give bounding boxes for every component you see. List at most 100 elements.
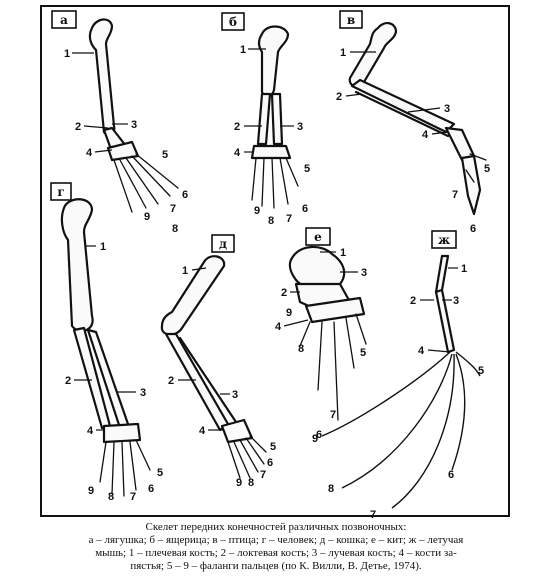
v-labels: 1 2 3 4 5 6 7 xyxy=(336,47,490,235)
e-digits xyxy=(299,313,367,421)
bone-number-label: 3 xyxy=(297,121,303,133)
bone-number-label: 9 xyxy=(312,433,318,445)
panel-e-tag: е xyxy=(314,230,322,244)
caption-line-3: мышь; 1 – плечевая кость; 2 – локтевая к… xyxy=(95,547,457,559)
bone-number-label: 7 xyxy=(370,509,376,521)
figure-caption: Скелет передних конечностей различных по… xyxy=(0,521,552,573)
v-digits-minor xyxy=(465,153,487,183)
bone-number-label: 1 xyxy=(64,48,70,60)
panel-a-tag: а xyxy=(60,13,68,27)
bone-number-label: 8 xyxy=(172,223,178,235)
v-carpometacarpus xyxy=(444,126,476,162)
a-humerus xyxy=(88,18,116,136)
panel-zh-tag-box xyxy=(431,230,457,249)
b-humerus xyxy=(257,25,290,98)
bone-number-label: 5 xyxy=(484,163,490,175)
d-labels: 1 2 3 4 5 6 7 8 9 xyxy=(168,265,276,489)
bone-number-label: 5 xyxy=(162,149,168,161)
panel-a-frog: а 1 2 3 4 5 6 7 8 9 xyxy=(51,10,188,235)
bone-number-label: 3 xyxy=(444,103,450,115)
b-radius-ulna xyxy=(256,92,284,146)
bone-number-label: 3 xyxy=(453,295,459,307)
d-humerus xyxy=(160,255,226,336)
panel-zh-tag: ж xyxy=(438,233,450,247)
bone-number-label: 7 xyxy=(286,213,292,225)
bone-number-label: 8 xyxy=(268,215,274,227)
bone-number-label: 1 xyxy=(340,247,346,259)
bone-number-label: 4 xyxy=(86,147,93,159)
panel-b-tag-box xyxy=(221,12,245,31)
zh-digit-7 xyxy=(391,353,455,509)
zh-digit-5 xyxy=(455,351,481,377)
b-labels: 1 2 3 4 5 6 7 8 9 xyxy=(234,44,310,227)
bone-number-label: 5 xyxy=(360,347,366,359)
d-ulna xyxy=(164,332,230,432)
bone-number-label: 6 xyxy=(448,469,454,481)
caption-line-2: а – лягушка; б – ящерица; в – птица; г –… xyxy=(88,534,464,546)
panel-b-tag: б xyxy=(229,15,237,29)
panel-g-tag-box xyxy=(50,182,72,201)
bone-number-label: 5 xyxy=(478,365,484,377)
caption-line-4: пястья; 5 – 9 – фаланги пальцев (по К. В… xyxy=(130,560,422,572)
bone-number-label: 1 xyxy=(461,263,467,275)
bone-number-label: 8 xyxy=(298,343,304,355)
panel-v-tag-box xyxy=(339,10,363,29)
bone-number-label: 5 xyxy=(304,163,310,175)
bone-number-label: 9 xyxy=(144,211,150,223)
g-humerus xyxy=(60,198,94,333)
bone-number-label: 4 xyxy=(422,129,429,141)
panel-e-tag-box xyxy=(305,227,331,246)
bone-number-label: 6 xyxy=(302,203,308,215)
bone-number-label: 8 xyxy=(328,483,334,495)
zh-humerus xyxy=(434,254,450,294)
bone-number-label: 8 xyxy=(108,491,114,503)
zh-radius-ulna xyxy=(434,288,456,354)
b-carpals xyxy=(250,144,292,160)
bone-number-label: 1 xyxy=(240,44,246,56)
v-humerus xyxy=(348,22,398,88)
zh-digit-9 xyxy=(321,351,451,437)
panel-g-tag: г xyxy=(57,185,64,199)
bone-number-label: 2 xyxy=(75,121,81,133)
bone-number-label: 6 xyxy=(182,189,188,201)
bone-number-label: 2 xyxy=(234,121,240,133)
bone-number-label: 4 xyxy=(418,345,425,357)
zh-digit-8 xyxy=(341,353,453,489)
e-carpals xyxy=(304,296,366,324)
bone-number-label: 9 xyxy=(88,485,94,497)
bone-number-label: 3 xyxy=(232,389,238,401)
bone-number-label: 6 xyxy=(470,223,476,235)
bone-number-label: 9 xyxy=(254,205,260,217)
bone-number-label: 4 xyxy=(87,425,94,437)
bone-number-label: 9 xyxy=(286,307,292,319)
panel-a-tag-box xyxy=(51,10,77,29)
bone-number-label: 2 xyxy=(65,375,71,387)
bone-number-label: 7 xyxy=(330,409,336,421)
bone-number-label: 4 xyxy=(199,425,206,437)
a-labels: 1 2 3 4 5 6 7 8 9 xyxy=(64,48,188,235)
panel-d-tag: д xyxy=(219,237,227,251)
bone-number-label: 6 xyxy=(316,429,322,441)
bone-number-label: 4 xyxy=(275,321,282,333)
bone-number-label: 1 xyxy=(182,265,188,277)
panel-b-lizard: б 1 2 3 4 5 6 7 8 9 xyxy=(221,12,310,227)
bone-number-label: 3 xyxy=(361,267,367,279)
bone-number-label: 1 xyxy=(340,47,346,59)
panel-d-cat: д 1 2 3 4 5 6 7 8 9 xyxy=(160,234,276,489)
panel-e-whale: е 1 2 3 4 5 6 7 8 9 xyxy=(275,227,367,441)
caption-title: Скелет передних конечностей различных по… xyxy=(145,521,407,533)
a-digits xyxy=(113,153,179,213)
bone-number-label: 3 xyxy=(140,387,146,399)
bone-number-label: 6 xyxy=(267,457,273,469)
panel-d-tag-box xyxy=(211,234,235,253)
g-digits xyxy=(99,439,151,497)
g-labels: 1 2 3 4 5 6 7 8 9 xyxy=(65,241,163,503)
bone-number-label: 2 xyxy=(336,91,342,103)
bone-number-label: 7 xyxy=(170,203,176,215)
b-digits xyxy=(251,157,299,209)
bone-number-label: 5 xyxy=(270,441,276,453)
panel-g-human: г 1 2 3 4 5 6 7 8 9 xyxy=(50,182,163,503)
panel-v-tag: в xyxy=(347,13,355,27)
bone-number-label: 2 xyxy=(410,295,416,307)
bone-number-label: 4 xyxy=(234,147,241,159)
